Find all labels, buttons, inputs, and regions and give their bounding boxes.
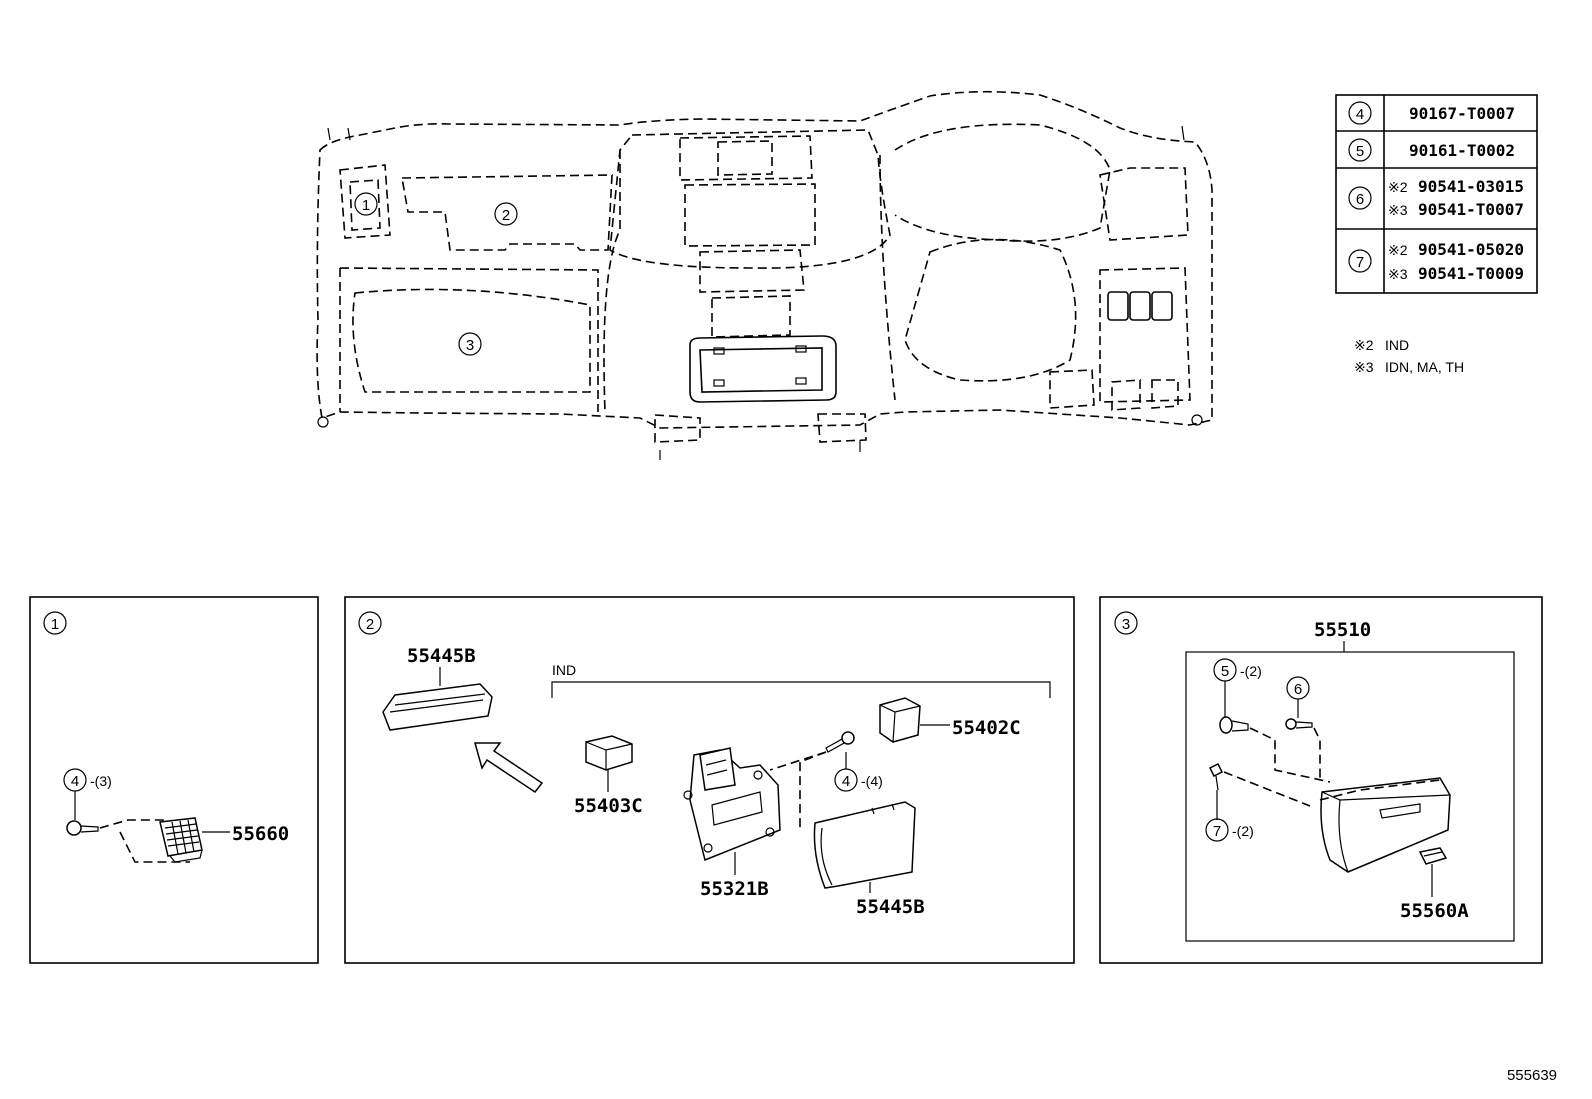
svg-text:55660: 55660 [232,823,289,845]
svg-text:55321B: 55321B [700,878,769,900]
svg-text:※2: ※2 [1388,242,1408,258]
svg-text:7: 7 [1213,823,1221,840]
svg-text:90541-T0007: 90541-T0007 [1418,200,1524,219]
svg-text:※3: ※3 [1354,359,1374,375]
svg-text:-(3): -(3) [90,773,112,789]
svg-text:4: 4 [71,773,79,790]
svg-text:IND: IND [552,662,576,678]
vent-55660-icon [159,817,203,863]
svg-text:-(4): -(4) [861,773,883,789]
svg-text:90541-05020: 90541-05020 [1418,240,1524,259]
svg-text:※2: ※2 [1354,337,1374,353]
svg-text:-(2): -(2) [1240,663,1262,679]
detail-panel-3: 3 55510 5 -(2) 6 7 -(2) [1099,596,1543,964]
part-legend-table: 4 90167-T0007 5 90161-T0002 6 ※2 90541-0… [1335,94,1538,294]
svg-text:6: 6 [1294,681,1302,698]
clip-icon [1219,716,1249,734]
latch-55560a-icon [1418,847,1448,865]
svg-text:3: 3 [466,337,474,354]
screw-icon [825,731,855,753]
screw-icon [66,820,99,836]
svg-text:90161-T0002: 90161-T0002 [1409,141,1515,160]
svg-text:90167-T0007: 90167-T0007 [1409,104,1515,123]
svg-text:7: 7 [1356,254,1364,271]
legend-row-4: 4 90167-T0007 [1348,101,1515,125]
screw-icon [1208,762,1224,791]
legend-row-6: 6 ※2 90541-03015 ※3 90541-T0007 [1348,177,1524,219]
svg-text:1: 1 [362,197,370,214]
svg-text:5: 5 [1221,663,1229,680]
svg-text:5: 5 [1356,143,1364,160]
svg-text:55445B: 55445B [407,645,476,667]
svg-text:-(2): -(2) [1232,823,1254,839]
screw-icon [1285,718,1313,730]
svg-text:1: 1 [51,616,59,633]
svg-text:6: 6 [1356,191,1364,208]
svg-text:4: 4 [842,773,850,790]
svg-text:※2: ※2 [1388,179,1408,195]
svg-text:55560A: 55560A [1400,900,1469,922]
dashboard-overview: 1 2 3 [316,90,1213,460]
glove-box-icon [1319,777,1451,873]
figure-id: 555639 [1507,1067,1557,1084]
svg-text:55445B: 55445B [856,896,925,918]
svg-text:IND: IND [1385,337,1409,353]
overview-callout-2: 2 [494,202,518,226]
svg-text:55403C: 55403C [574,795,643,817]
svg-text:2: 2 [366,616,374,633]
svg-text:IDN, MA, TH: IDN, MA, TH [1385,359,1464,375]
market-notes: ※2 IND ※3 IDN, MA, TH [1354,337,1464,375]
svg-text:90541-T0009: 90541-T0009 [1418,264,1524,283]
svg-text:4: 4 [1356,106,1364,123]
svg-text:※3: ※3 [1388,202,1408,218]
svg-text:2: 2 [502,207,510,224]
svg-text:90541-03015: 90541-03015 [1418,177,1524,196]
svg-text:55510: 55510 [1314,619,1371,641]
detail-panel-1: 1 4 -(3) 55660 [29,596,319,964]
trim-strip-top-icon [382,683,493,731]
arrow-icon [474,742,544,794]
legend-row-5: 5 90161-T0002 [1348,138,1515,162]
overview-callout-3: 3 [458,332,482,356]
bracket-55321b-icon [683,747,781,862]
svg-text:3: 3 [1122,616,1130,633]
svg-text:55402C: 55402C [952,717,1021,739]
box-55403c-icon [585,735,633,771]
legend-row-7: 7 ※2 90541-05020 ※3 90541-T0009 [1348,240,1524,283]
box-55402c-icon [879,697,921,743]
svg-text:※3: ※3 [1388,266,1408,282]
detail-panel-2: 2 55445B IND 55402C 55403C [344,596,1075,964]
overview-callout-1: 1 [354,192,378,216]
cover-55445b-icon [813,801,916,889]
